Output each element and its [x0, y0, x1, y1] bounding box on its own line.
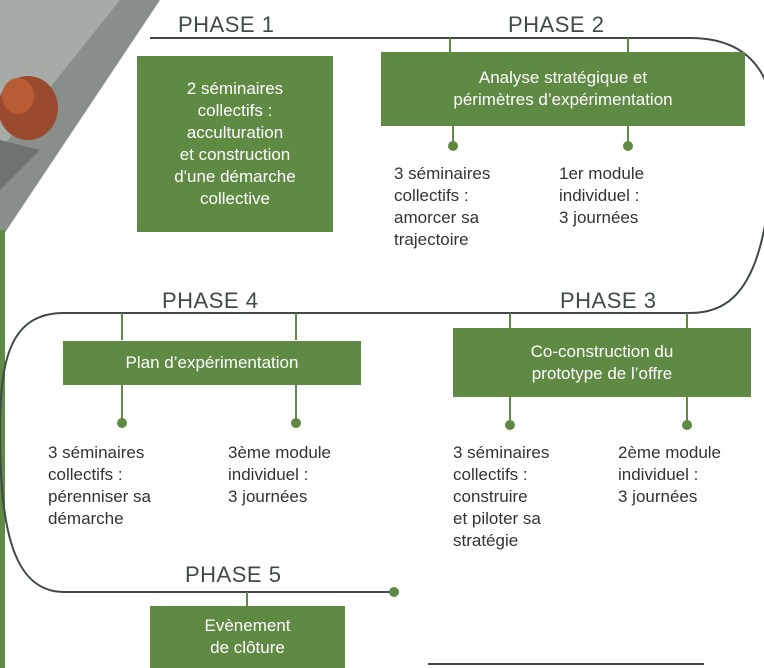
- phase-3-collective-text: 3 séminaires collectifs : construire et …: [453, 443, 550, 550]
- phase-3-title: PHASE 3: [560, 288, 657, 313]
- phase-2-title: PHASE 2: [508, 12, 605, 37]
- phase-2-individual-text: 1er module individuel : 3 journées: [559, 164, 645, 227]
- phase-2-collective-text: 3 séminaires collectifs : amorcer sa tra…: [394, 164, 491, 249]
- phase-5-title: PHASE 5: [185, 562, 282, 587]
- phase-4-box: Plan d’expérimentation: [63, 341, 361, 385]
- phase-1-box: 2 séminaires collectifs : acculturation …: [137, 56, 333, 232]
- connector-dots: [117, 141, 692, 597]
- decorative-photo: [0, 0, 160, 668]
- phase-1-title: PHASE 1: [178, 12, 275, 37]
- phase-3-box: Co-construction du prototype de l’offre: [453, 328, 751, 397]
- phase-4-title: PHASE 4: [162, 288, 259, 313]
- phase-4-collective-text: 3 séminaires collectifs : pérenniser sa …: [48, 443, 152, 528]
- phase-4-individual-text: 3ème module individuel : 3 journées: [228, 443, 332, 506]
- phase-2-box: Analyse stratégique et périmètres d’expé…: [381, 52, 745, 126]
- phase-5-box: Evènement de clôture: [150, 606, 345, 668]
- phase-3-individual-text: 2ème module individuel : 3 journées: [618, 443, 722, 506]
